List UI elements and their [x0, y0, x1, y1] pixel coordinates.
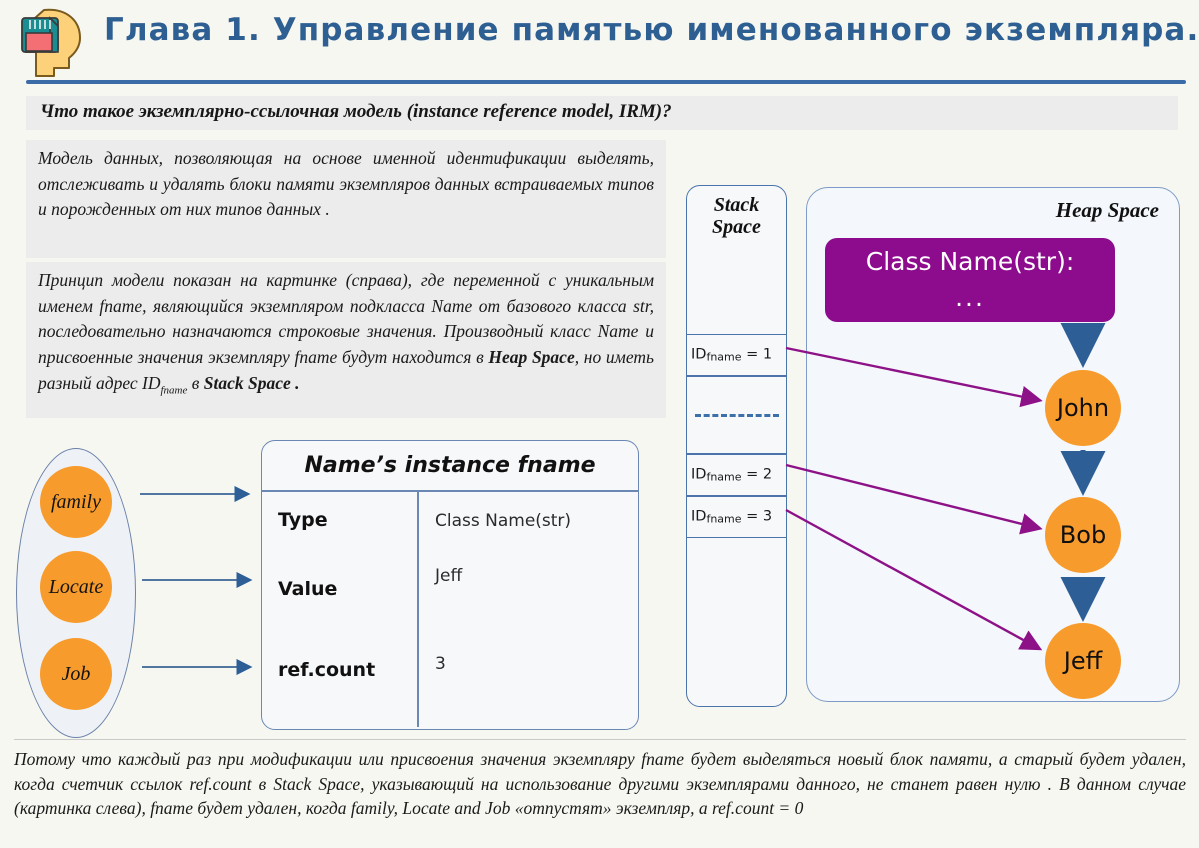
- table-row-key-value: Value: [278, 578, 338, 600]
- footer-divider: [14, 739, 1186, 740]
- heap-value-circle-john[interactable]: John: [1045, 370, 1121, 446]
- principle-text-c: , но иметь разный адрес ID: [38, 347, 654, 393]
- stack-space-term: Stack Space: [203, 372, 291, 393]
- principle-text-f: .: [290, 372, 300, 393]
- heap-value-label: Bob: [1059, 521, 1107, 549]
- referrer-label: Locate: [48, 575, 104, 598]
- class-definition-box[interactable]: Class Name(str): ...: [825, 238, 1115, 322]
- principle-text-a: Принцип модели показан на картинке (спра…: [38, 270, 654, 368]
- stack-row-id3[interactable]: IDfname = 3: [687, 496, 786, 538]
- slide-header: Глава 1. Управление памятью именованного…: [0, 0, 1199, 88]
- referrers-group: family Locate Job: [16, 448, 136, 738]
- header-divider: [26, 80, 1186, 84]
- referrer-circle-family[interactable]: family: [40, 466, 112, 538]
- referrer-circle-job[interactable]: Job: [40, 638, 112, 710]
- referrer-label: family: [51, 490, 101, 513]
- arrow-referrer-to-table: [140, 485, 253, 676]
- table-row-value-type: Class Name(str): [435, 511, 572, 531]
- table-row-key-type: Type: [278, 509, 328, 531]
- subtitle-bar: Что такое экземплярно-ссылочная модель (…: [26, 96, 1178, 130]
- heap-space-term: Heap Space: [488, 347, 575, 368]
- definition-text: Модель данных, позволяющая на основе име…: [38, 148, 654, 220]
- heap-value-label: John: [1056, 394, 1110, 422]
- class-definition-line1: Class Name(str):: [865, 247, 1075, 276]
- table-row-key-refcount: ref.count: [278, 659, 376, 681]
- stack-row-id2-label: IDfname = 2: [691, 466, 773, 484]
- heap-space-title: Heap Space: [1055, 198, 1159, 222]
- stack-row-id3-label: IDfname = 3: [691, 508, 773, 526]
- instance-table-column-rule: [417, 490, 419, 727]
- heap-value-circle-jeff[interactable]: Jeff: [1045, 623, 1121, 699]
- stack-row-id1[interactable]: IDfname = 1: [687, 334, 786, 376]
- principle-text: Принцип модели показан на картинке (спра…: [38, 268, 654, 399]
- stack-space-title-line2: Space: [712, 216, 761, 239]
- stack-space-title-line1: Stack: [713, 194, 760, 216]
- table-row-value-value: Jeff: [435, 566, 463, 586]
- definition-panel: Модель данных, позволяющая на основе име…: [26, 140, 666, 258]
- fname-subscript: fname: [160, 384, 188, 397]
- footer-text: Потому что каждый раз при модификации ил…: [14, 749, 1186, 818]
- stack-row-id2[interactable]: IDfname = 2: [687, 454, 786, 496]
- table-row-value-refcount: 3: [435, 654, 446, 674]
- instance-table: Name’s instance fname Type Class Name(st…: [261, 440, 639, 730]
- stack-row-id1-label: IDfname = 1: [691, 346, 773, 364]
- dashed-separator: [695, 414, 779, 417]
- instance-table-header-rule: [262, 490, 638, 492]
- stack-row-dashed: [687, 376, 786, 454]
- stack-space-panel: Stack Space IDfname = 1 IDfname = 2 IDfn…: [686, 185, 787, 707]
- brain-memory-card-icon: [14, 6, 92, 78]
- principle-panel: Принцип модели показан на картинке (спра…: [26, 262, 666, 418]
- instance-table-title: Name’s instance fname: [304, 452, 596, 478]
- heap-value-label: Jeff: [1063, 647, 1103, 675]
- referrer-label: Job: [61, 662, 91, 685]
- footer-note: Потому что каждый раз при модификации ил…: [14, 739, 1186, 841]
- stack-space-title: Stack Space: [687, 194, 786, 239]
- principle-text-d: в: [187, 372, 204, 393]
- page-title: Глава 1. Управление памятью именованного…: [104, 12, 1199, 48]
- subtitle-text: Что такое экземплярно-ссылочная модель (…: [40, 101, 672, 122]
- heap-value-circle-bob[interactable]: Bob: [1045, 497, 1121, 573]
- class-definition-line2: ...: [955, 283, 985, 312]
- referrer-circle-locate[interactable]: Locate: [40, 551, 112, 623]
